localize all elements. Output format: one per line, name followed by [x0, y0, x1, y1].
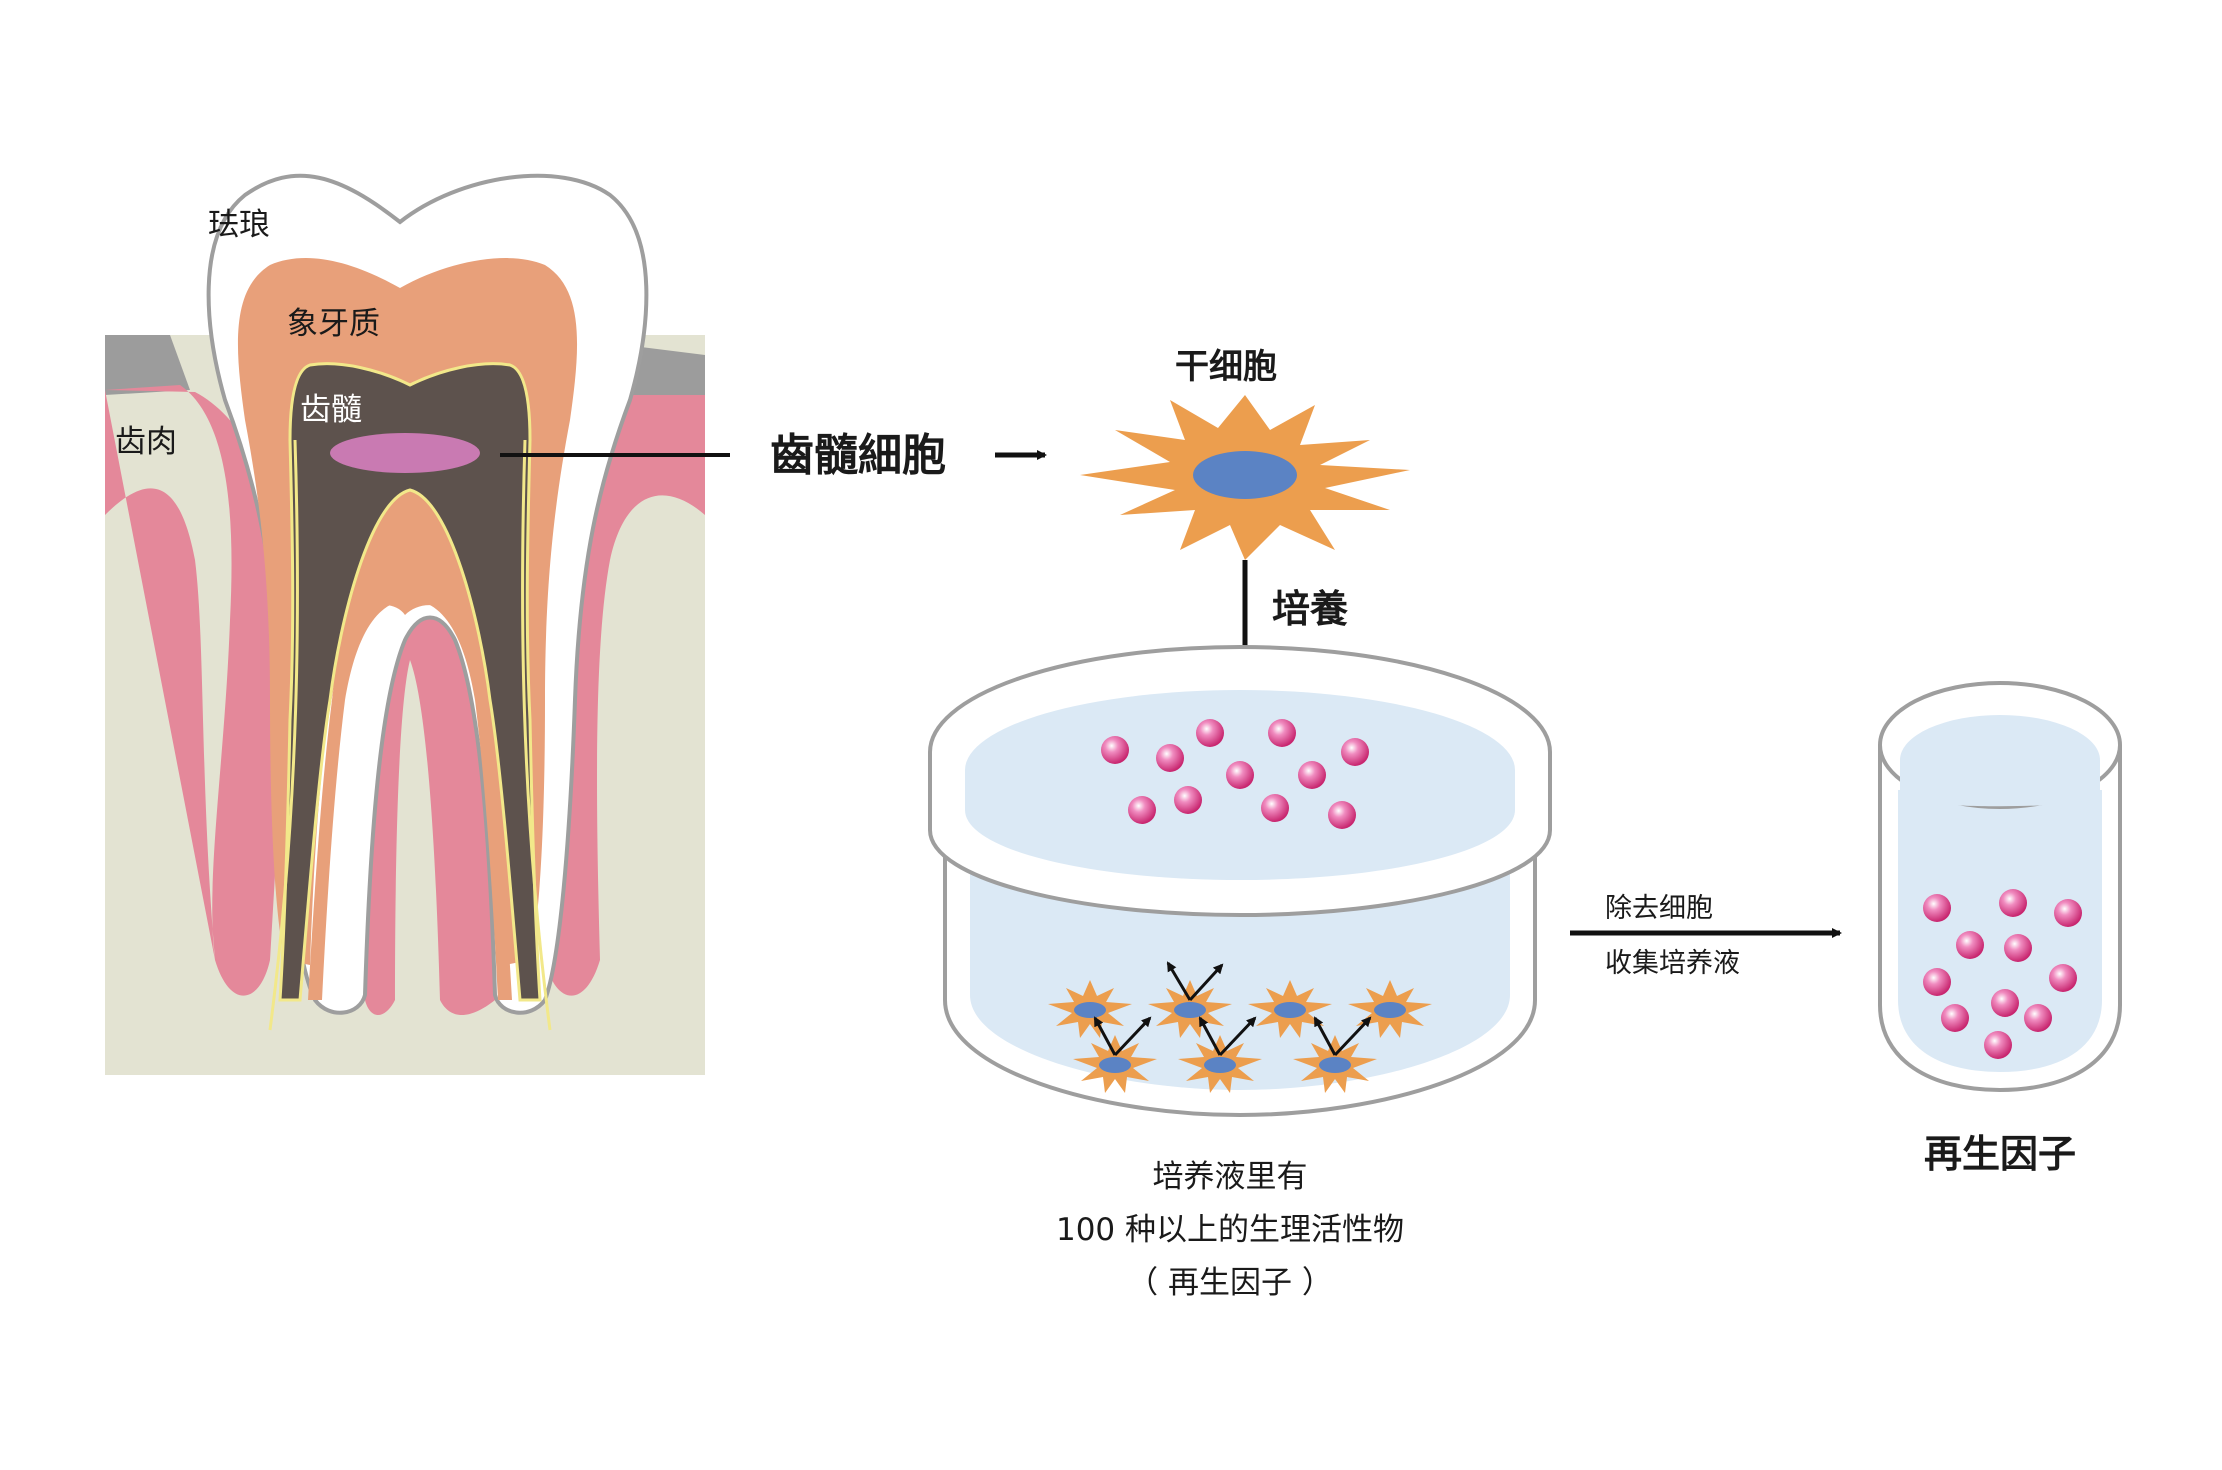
factor-balls-dish	[1101, 719, 1369, 829]
factor-balls-cup	[1923, 889, 2082, 1059]
label-stem-cell: 干细胞	[1175, 347, 1277, 387]
factor-ball	[1999, 889, 2027, 917]
dish-lid-liquid-side	[965, 770, 1515, 880]
factor-ball	[2049, 964, 2077, 992]
nerve-left	[268, 439, 299, 1031]
factor-ball	[1226, 761, 1254, 789]
small-stem-cell	[1248, 980, 1332, 1038]
factor-ball	[2004, 934, 2032, 962]
label-regenerative-factor: 再生因子	[1924, 1132, 2076, 1176]
small-stem-cell	[1048, 980, 1132, 1038]
pulp-cell	[330, 433, 480, 473]
gum-left	[105, 385, 292, 996]
factor-ball	[1341, 738, 1369, 766]
factor-ball	[1261, 794, 1289, 822]
factor-ball	[1298, 761, 1326, 789]
factor-ball	[2024, 1004, 2052, 1032]
petri-dish	[928, 645, 1552, 1118]
stem-cell-nucleus	[1193, 451, 1297, 499]
factor-ball	[1923, 968, 1951, 996]
factor-ball	[2054, 899, 2082, 927]
label-gum: 齿肉	[115, 424, 177, 460]
cup-inner-side	[1900, 760, 2100, 807]
factor-ball	[1101, 736, 1129, 764]
dish-stem-cells	[1048, 980, 1432, 1093]
label-pulp-cell: 齒髓細胞	[770, 430, 946, 481]
factor-ball	[1174, 786, 1202, 814]
pulp	[278, 362, 542, 1002]
label-remove-cells: 除去细胞	[1605, 893, 1713, 924]
label-pulp: 齿髓	[300, 392, 362, 428]
dentin-inner	[308, 495, 512, 1000]
dish-caption-line1: 培养液里有	[1153, 1159, 1308, 1195]
factor-ball	[1128, 796, 1156, 824]
gum-top-band	[105, 335, 190, 395]
factor-ball	[1923, 894, 1951, 922]
factor-ball	[1196, 719, 1224, 747]
factor-ball	[1268, 719, 1296, 747]
factor-ball	[1156, 744, 1184, 772]
label-dentin: 象牙质	[287, 306, 380, 342]
cup-liquid	[1898, 790, 2102, 1072]
small-stem-cell	[1148, 980, 1232, 1038]
stem-cell	[1080, 395, 1410, 560]
dish-caption-line2: 100 种以上的生理活性物	[1056, 1212, 1404, 1248]
tooth-illustration: 珐琅 象牙质 齿髓 齿肉	[105, 173, 705, 1075]
collection-cup	[1878, 681, 2122, 1093]
factor-ball	[1328, 801, 1356, 829]
factor-ball	[1984, 1031, 2012, 1059]
factor-ball	[1956, 931, 1984, 959]
factor-ball	[1991, 989, 2019, 1017]
label-collect-medium: 收集培养液	[1605, 948, 1740, 979]
factor-ball	[1941, 1004, 1969, 1032]
small-stem-cell	[1293, 1035, 1377, 1093]
nerve-right	[521, 439, 552, 1031]
dish-caption-line3: （ 再生因子 ）	[1127, 1265, 1333, 1301]
small-stem-cell	[1073, 1035, 1157, 1093]
label-culture: 培養	[1272, 587, 1348, 631]
label-enamel: 珐琅	[208, 207, 270, 243]
gum-between-roots	[365, 605, 495, 1015]
small-stem-cell	[1178, 1035, 1262, 1093]
secretion-arrows	[1093, 961, 1372, 1057]
